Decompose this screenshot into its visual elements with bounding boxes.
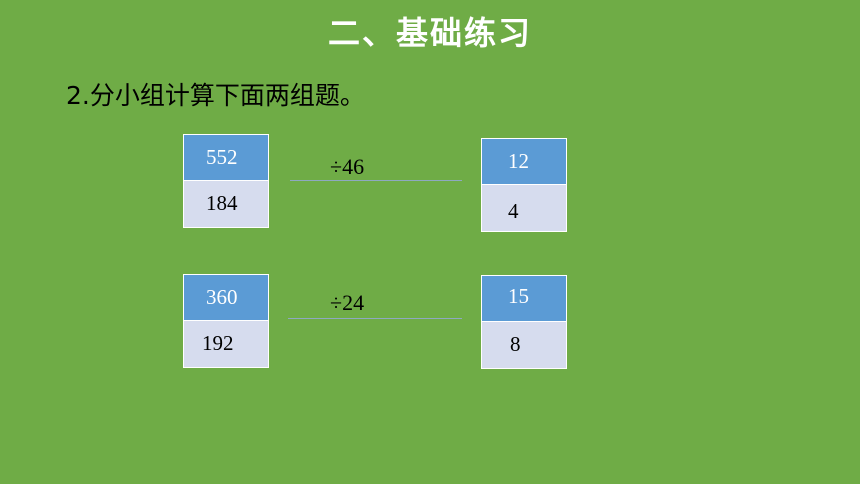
question-text: 2.分小组计算下面两组题。 [66, 81, 365, 110]
dividend-bottom-1: 184 [184, 181, 268, 227]
operator-label-1: ÷46 [330, 154, 365, 179]
quotient-bottom-1: 4 [482, 185, 566, 231]
operator-label-2: ÷24 [330, 290, 365, 315]
quotient-top-2: 15 [482, 276, 566, 322]
quotient-box-2: 15 8 [481, 275, 567, 369]
quotient-bottom-2: 8 [482, 322, 566, 368]
dividend-top-1: 552 [184, 135, 268, 181]
dividend-top-2: 360 [184, 275, 268, 321]
quotient-box-1: 12 4 [481, 138, 567, 232]
arrow-line-1 [290, 180, 462, 181]
dividend-box-2: 360 192 [183, 274, 269, 368]
arrow-line-2 [288, 318, 462, 319]
dividend-bottom-2: 192 [184, 321, 268, 367]
quotient-top-1: 12 [482, 139, 566, 185]
dividend-box-1: 552 184 [183, 134, 269, 228]
slide-title: 二、基础练习 [327, 14, 532, 52]
